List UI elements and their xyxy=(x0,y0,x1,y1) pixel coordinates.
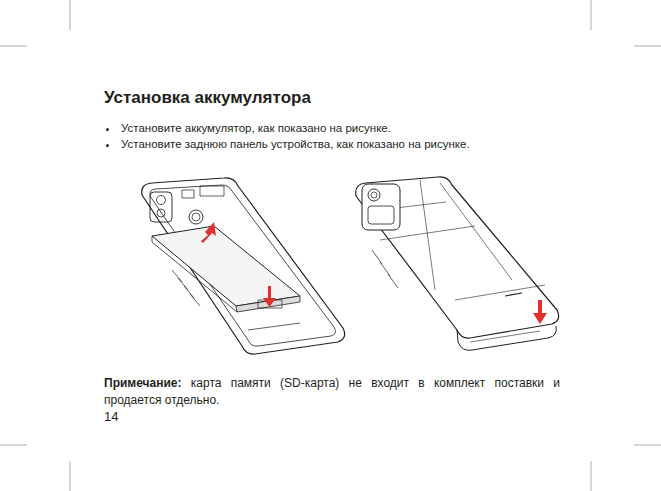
note-paragraph: Примечание: карта памяти (SD-карта) не в… xyxy=(104,375,560,409)
insert-arrows xyxy=(201,222,276,307)
bullet-dot xyxy=(106,128,109,131)
bullet-item: Установите заднюю панель устройства, как… xyxy=(121,138,470,150)
bullet-item: Установите аккумулятор, как показано на … xyxy=(121,122,391,134)
close-arrow xyxy=(533,300,547,324)
bullet-dot xyxy=(106,144,109,147)
page-number: 14 xyxy=(104,409,118,424)
page-title: Установка аккумулятора xyxy=(104,88,311,108)
note-heading: Примечание: xyxy=(104,376,182,390)
phone-cover xyxy=(356,177,559,350)
phone-open xyxy=(142,178,345,354)
